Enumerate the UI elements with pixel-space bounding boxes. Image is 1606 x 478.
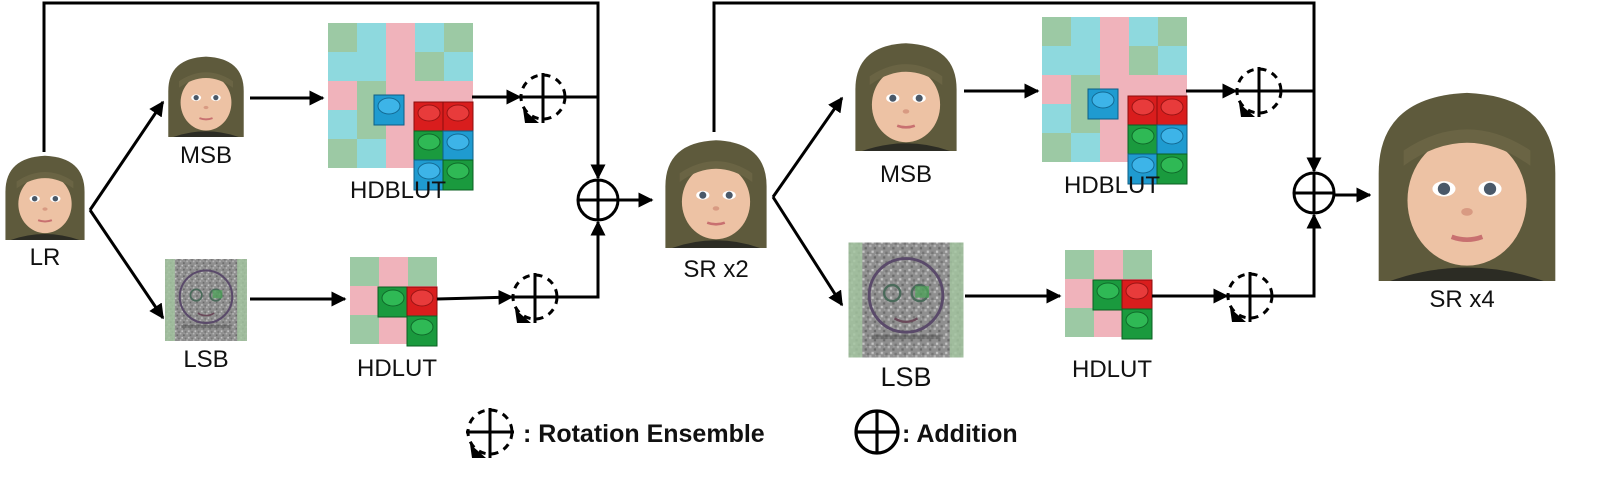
addition-node-1 xyxy=(576,178,620,222)
legend-addition-text: : Addition xyxy=(902,420,1018,448)
stage-1: LR MSB HDBLUT LSB HDLUT xyxy=(0,1,654,382)
addition-node-2 xyxy=(1292,171,1336,215)
hdblut-label-2: HDBLUT xyxy=(1064,172,1160,199)
hdlut-label-2: HDLUT xyxy=(1072,356,1152,383)
rotation-ensemble-lsb-1 xyxy=(509,271,561,325)
arrow-hdlut-to-rot-1 xyxy=(436,289,514,305)
hdblut-label-1: HDBLUT xyxy=(350,177,446,204)
legend: : Rotation Ensemble : Addition xyxy=(464,406,1018,460)
lr-label: LR xyxy=(30,244,61,271)
legend-addition-icon xyxy=(854,409,900,455)
lsb-image-1 xyxy=(163,257,249,343)
legend-rotation-text: : Rotation Ensemble xyxy=(523,420,765,448)
skip-connection-2 xyxy=(712,1,1322,173)
msb-image-2 xyxy=(849,39,963,153)
sr2-label: SR x2 xyxy=(683,256,748,283)
hdlut-label-1: HDLUT xyxy=(357,355,437,382)
lsb-label-2: LSB xyxy=(880,362,931,392)
split-line-msb-2 xyxy=(771,96,844,198)
split-line-msb-1 xyxy=(88,100,165,211)
hdblut-grid-1 xyxy=(328,23,473,190)
line-rot-to-merge-lsb-2 xyxy=(1272,213,1322,298)
lsb-image-2 xyxy=(847,241,965,359)
rotation-ensemble-msb-1 xyxy=(517,71,569,125)
split-line-lsb-2 xyxy=(771,196,844,307)
split-line-lsb-1 xyxy=(88,209,165,320)
msb-label-2: MSB xyxy=(880,161,932,188)
lr-image xyxy=(0,152,90,242)
legend-rotation-icon xyxy=(464,406,516,460)
hdlut-grid-2 xyxy=(1065,250,1152,339)
sr4-image xyxy=(1371,89,1563,281)
sr2-image xyxy=(659,136,773,250)
rotation-ensemble-lsb-2 xyxy=(1224,270,1276,324)
skip-connection-1 xyxy=(42,1,606,180)
stage-2: SR x2 MSB HDBLUT LSB HDLUT SR x4 xyxy=(659,1,1563,392)
line-rot-to-merge-lsb-1 xyxy=(557,220,606,299)
hdlut-grid-1 xyxy=(350,257,437,346)
msb-label-1: MSB xyxy=(180,142,232,169)
msb-image-1 xyxy=(164,54,248,138)
lsb-label-1: LSB xyxy=(183,346,228,373)
hdblut-grid-2 xyxy=(1042,17,1187,184)
sr4-label: SR x4 xyxy=(1429,286,1494,313)
rotation-ensemble-msb-2 xyxy=(1233,65,1285,119)
